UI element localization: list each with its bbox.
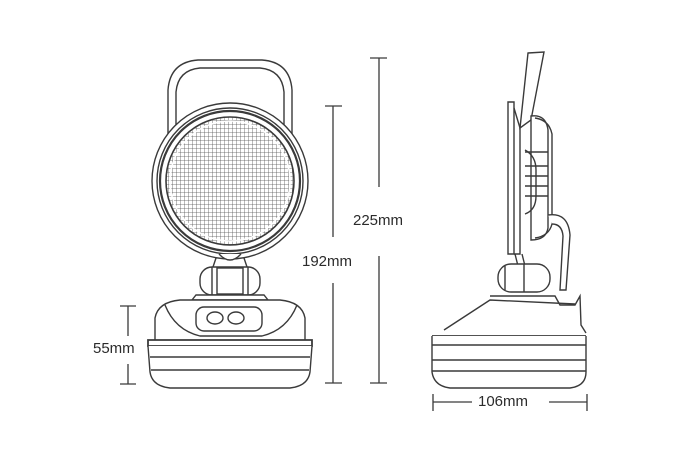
dimension-label-lamp-height: 192mm bbox=[302, 253, 353, 271]
dimension-label-base-height: 55mm bbox=[93, 340, 135, 358]
dimension-label-total-height: 225mm bbox=[353, 212, 404, 230]
front-view-lamp bbox=[147, 59, 313, 389]
dimension-55mm-line bbox=[120, 305, 136, 385]
dimension-225mm-line bbox=[370, 57, 387, 384]
dimension-label-base-width: 106mm bbox=[478, 393, 529, 411]
dimension-192mm-line bbox=[325, 105, 342, 384]
side-view-lamp bbox=[431, 51, 587, 389]
dimension-106mm-line bbox=[432, 394, 588, 411]
